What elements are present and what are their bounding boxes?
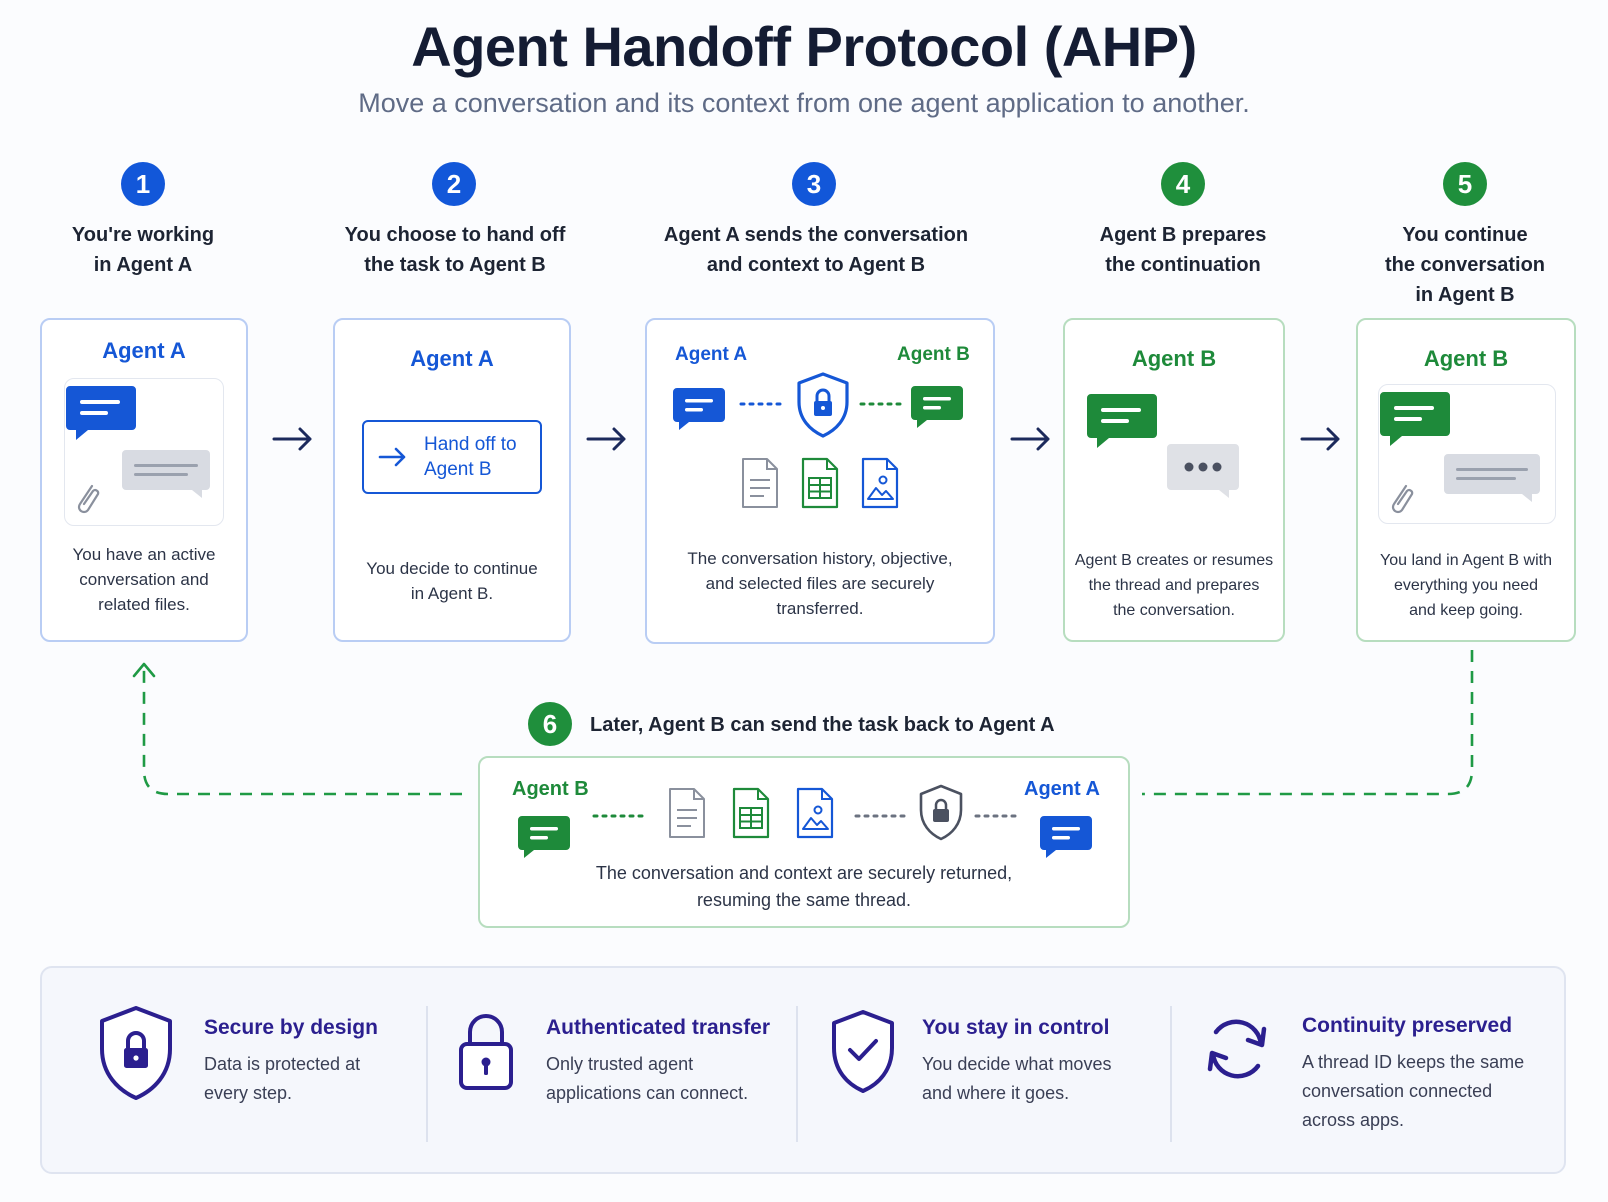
feature-continuity: Continuity preserved A thread ID keeps t… [1302,1014,1552,1135]
dotted-connector [592,814,648,818]
step-2-heading: You choose to hand off the task to Agent… [344,224,566,276]
card-5-desc: You land in Agent B with everything you … [1380,552,1552,619]
document-icon [742,458,778,508]
feature-authenticated: Authenticated transfer Only trusted agen… [546,1016,786,1108]
feature-control: You stay in control You decide what move… [922,1016,1162,1108]
dotted-connector [974,814,1018,818]
green-chat-bubble-icon [911,386,963,428]
step-3-card: Agent A Agent B [645,318,995,644]
step-3-badge: 3 [792,162,836,206]
document-icon [669,788,705,838]
shield-check-icon [832,1010,894,1093]
spreadsheet-icon [801,457,839,509]
feature-desc: Only trusted agent applications can conn… [546,1054,749,1103]
step-4-card: Agent B Agent B creates or resumes the t… [1063,318,1285,642]
dotted-connector [854,814,910,818]
card-4-desc: Agent B creates or resumes the thread an… [1074,552,1274,619]
step-4-badge: 4 [1161,162,1205,206]
step-6-badge: 6 [528,702,572,746]
card-4-title: Agent B [1131,346,1217,371]
step-2-card: Agent A Hand off to Agent B You decide t… [333,318,571,642]
card-2-title: Agent A [410,346,494,371]
paperclip-icon [1391,484,1414,514]
feature-desc: You decide what moves and where it goes. [922,1054,1112,1103]
feature-title: You stay in control [922,1016,1110,1039]
sender-label: Agent A [675,344,748,365]
feature-desc: Data is protected at every step. [204,1054,361,1103]
card-3-desc: The conversation history, objective, and… [687,549,953,618]
image-file-icon [796,787,834,839]
feature-secure: Secure by design Data is protected at ev… [204,1016,414,1108]
feature-title: Secure by design [204,1016,378,1039]
hand-off-button-label: Hand off to Agent B [424,434,517,480]
return-desc: The conversation and context are securel… [595,863,1013,910]
receiver-label: Agent A [1024,778,1100,800]
shield-lock-icon [919,784,963,841]
refresh-icon [1207,1019,1267,1079]
spreadsheet-icon [732,787,770,839]
shield-lock-icon [797,372,849,438]
arrow-right-icon [272,427,312,451]
step-1-heading: You're working in Agent A [71,224,215,276]
divider [796,1006,798,1142]
step-3-heading: Agent A sends the conversation and conte… [663,224,969,276]
features-panel: Secure by design Data is protected at ev… [40,966,1566,1174]
green-chat-bubble-icon [1380,392,1450,446]
step-6-heading: Later, Agent B can send the task back to… [590,714,1055,736]
divider [426,1006,428,1142]
hand-off-button[interactable]: Hand off to Agent B [362,420,542,494]
green-chat-bubble-icon [518,816,570,858]
feature-title: Authenticated transfer [546,1016,771,1039]
step-5-heading: You continue the conversation in Agent B [1384,224,1546,306]
blue-chat-bubble-icon [1040,816,1092,858]
step-5-card: Agent B You land in Agent B with everyth… [1356,318,1576,642]
step-1-card: Agent A You have an active conversation … [40,318,248,642]
arrow-right-icon [1010,427,1050,451]
arrow-right-icon [1300,427,1340,451]
arrow-right-icon [378,447,406,467]
green-chat-bubble-icon [1087,394,1157,448]
divider [1170,1006,1172,1142]
step-5-badge: 5 [1443,162,1487,206]
step-2-badge: 2 [432,162,476,206]
page-title: Agent Handoff Protocol (AHP) [411,15,1197,78]
paperclip-icon [77,484,100,514]
arrow-right-icon [586,427,626,451]
sender-label: Agent B [512,778,589,800]
padlock-icon [459,1014,513,1090]
receiver-label: Agent B [897,344,970,365]
return-card: Agent B Agent A [478,756,1130,928]
step-4-heading: Agent B prepares the continuation [1099,224,1267,276]
gray-chat-bubble-icon [122,450,210,498]
gray-chat-bubble-icon [1444,454,1540,502]
blue-chat-bubble-icon [66,386,136,440]
page-subtitle: Move a conversation and its context from… [358,88,1250,118]
card-1-title: Agent A [102,338,186,363]
step-1-badge: 1 [121,162,165,206]
card-2-desc: You decide to continue in Agent B. [366,559,538,603]
feature-title: Continuity preserved [1302,1014,1513,1037]
blue-chat-bubble-icon [673,388,725,430]
typing-indicator-icon [1167,444,1239,498]
card-1-desc: You have an active conversation and rela… [72,545,216,614]
image-file-icon [861,457,899,509]
dotted-connector [859,402,907,406]
feature-desc: A thread ID keeps the same conversation … [1302,1052,1525,1130]
shield-lock-icon [100,1006,172,1100]
card-5-title: Agent B [1423,346,1509,371]
dotted-connector [739,402,787,406]
